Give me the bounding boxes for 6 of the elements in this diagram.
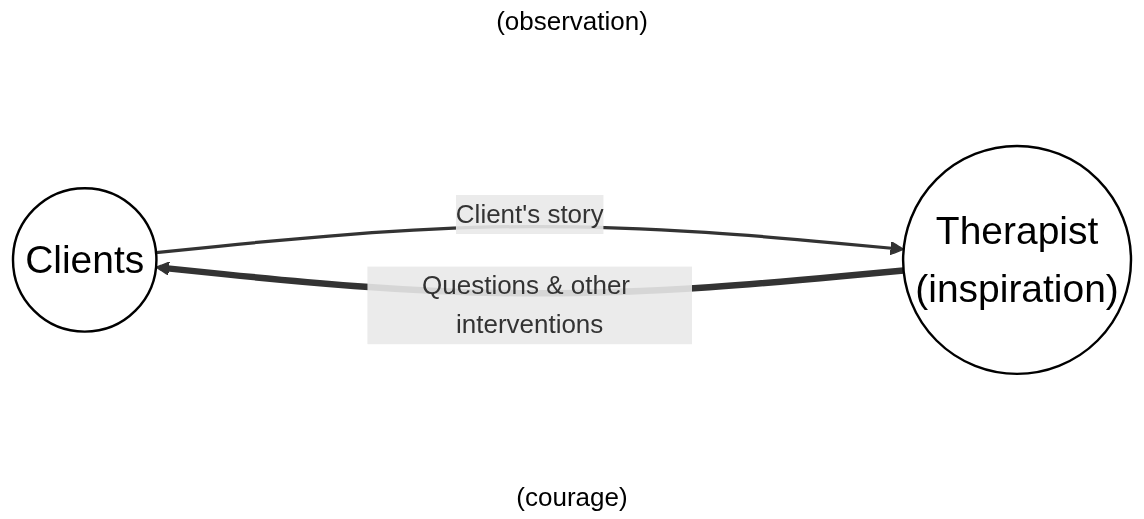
edge-label: Client's story: [455, 199, 604, 228]
edge-label: Questions & other interventions: [422, 270, 631, 338]
node-circle: Clients: [11, 186, 158, 333]
node-circle: Therapist (inspiration): [901, 144, 1133, 375]
annotation-text: (courage): [516, 482, 628, 513]
annotation-text: (observation): [496, 6, 648, 37]
